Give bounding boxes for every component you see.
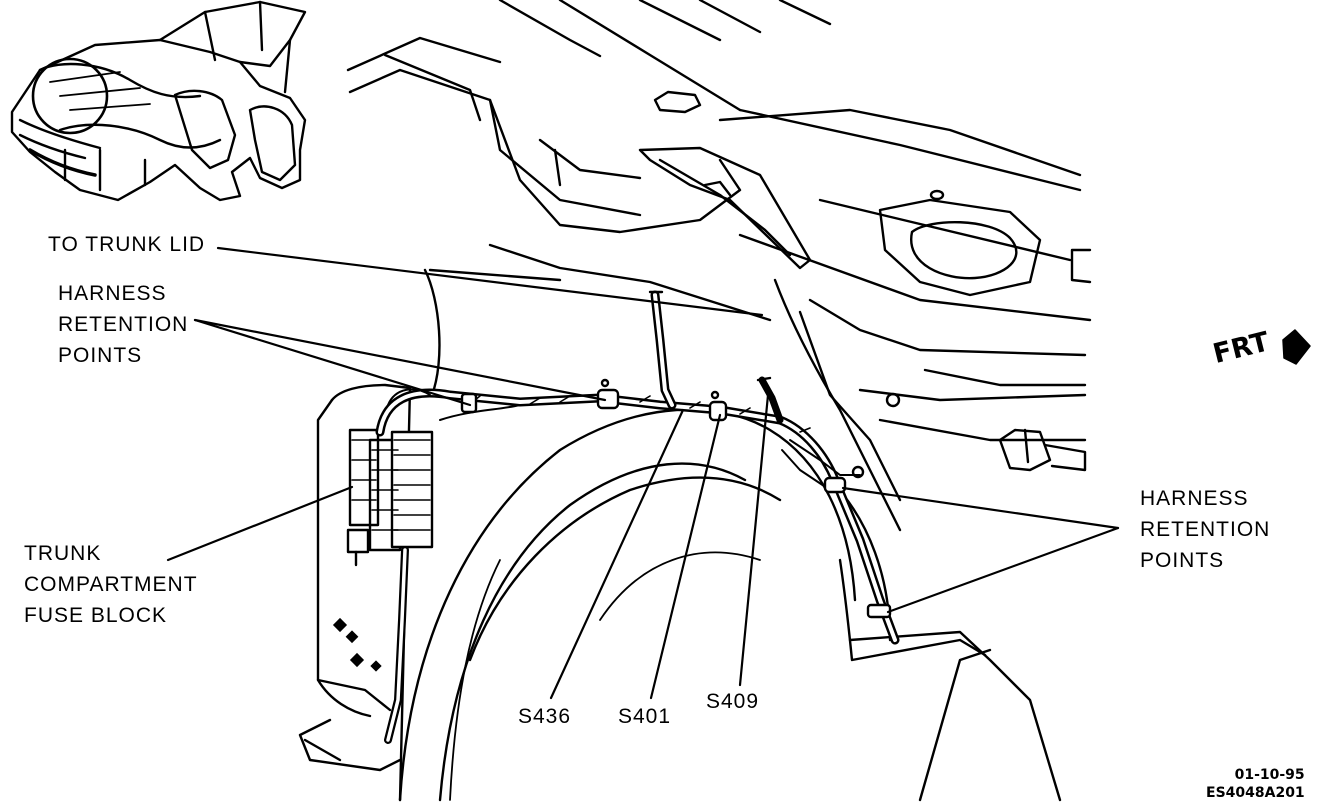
to-trunk-lid-label: TO TRUNK LID: [48, 233, 206, 256]
leader-fuse-block: [166, 485, 354, 562]
harness-retention-points-left-label: HARNESS RETENTION POINTS: [58, 278, 188, 371]
callout-line: POINTS: [58, 344, 143, 367]
wiring-harness: [375, 290, 900, 744]
trunk-fuse-block-unit: [346, 428, 434, 567]
leader-lines: [166, 246, 1120, 700]
harness-retention-points-right-label: HARNESS RETENTION POINTS: [1140, 483, 1270, 576]
leader-retention-right-b: [886, 526, 1120, 614]
leader-s401: [649, 413, 722, 700]
leader-retention-right-a: [841, 486, 1120, 530]
callout-line: FUSE BLOCK: [24, 604, 168, 627]
fuse-panel: [298, 383, 412, 802]
callout-line: HARNESS: [1140, 487, 1249, 510]
wheelhouse: [398, 408, 1062, 802]
drawing-code: ES4048A201: [1206, 785, 1305, 801]
callout-line: HARNESS: [58, 282, 167, 305]
quarter-panel-area: [423, 243, 1087, 532]
callout-line: COMPARTMENT: [24, 573, 198, 596]
leader-retention-left-a: [193, 318, 472, 407]
detail-locator-circle: [31, 57, 109, 135]
vehicle-locator-inset: [10, 0, 307, 202]
splice-s436-label: S436: [518, 705, 572, 728]
leader-to-trunk-lid: [216, 246, 764, 317]
arrow-right-icon: [1282, 329, 1311, 365]
callout-line: RETENTION: [1140, 518, 1271, 541]
leader-s409: [738, 393, 770, 687]
leader-s436: [549, 408, 685, 700]
package-shelf-area: [346, 0, 1092, 322]
callout-line: POINTS: [1140, 549, 1225, 572]
splice-s401-label: S401: [618, 705, 672, 728]
drawing-date: 01-10-95: [1234, 767, 1305, 783]
callout-line: RETENTION: [58, 313, 189, 336]
drawing-identifier: 01-10-95 ES4048A201: [1206, 766, 1305, 802]
callout-line: TRUNK: [24, 542, 102, 565]
splice-s409-label: S409: [706, 690, 760, 713]
trunk-compartment-fuse-block-label: TRUNK COMPARTMENT FUSE BLOCK: [24, 538, 198, 631]
leader-retention-left-b: [193, 318, 607, 402]
